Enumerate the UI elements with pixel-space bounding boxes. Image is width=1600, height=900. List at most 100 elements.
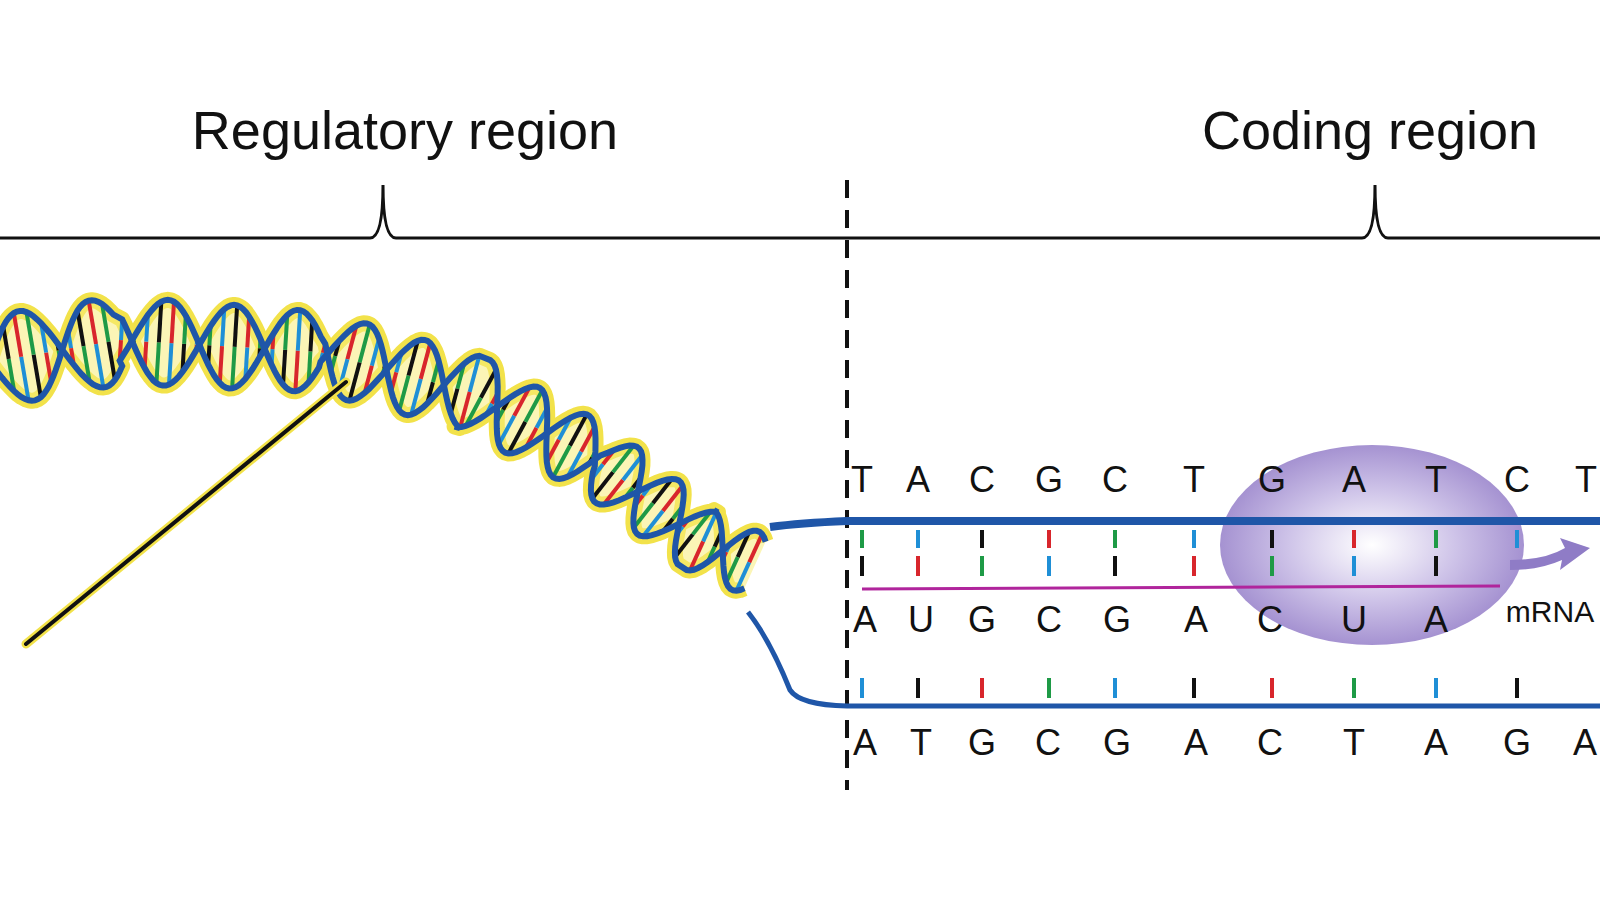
- base-letter: G: [1103, 602, 1131, 638]
- base-rung: [298, 310, 300, 351]
- base-letter: A: [906, 462, 930, 498]
- mrna-strand: [862, 586, 1500, 589]
- base-rung: [360, 325, 370, 363]
- base-letter: A: [1573, 725, 1597, 761]
- base-rung: [156, 342, 158, 383]
- base-rung: [96, 344, 103, 387]
- base-tick: [916, 678, 920, 698]
- base-rung: [295, 351, 297, 392]
- base-letter: U: [908, 602, 934, 638]
- rna-polymerase: [1220, 445, 1524, 645]
- base-letter: A: [1184, 725, 1208, 761]
- region-brace: [0, 185, 1600, 238]
- base-letter: G: [968, 725, 996, 761]
- base-rung: [421, 343, 431, 379]
- base-rung: [749, 534, 762, 562]
- pointer-line: [26, 382, 346, 644]
- region-title: Coding region: [1202, 103, 1538, 157]
- base-rung: [34, 355, 41, 397]
- base-rung: [703, 512, 716, 541]
- base-tick: [1113, 678, 1117, 698]
- base-rung: [220, 346, 222, 383]
- base-letter: C: [1504, 462, 1530, 498]
- base-letter: T: [1183, 462, 1205, 498]
- base-tick: [1192, 678, 1196, 698]
- base-tick: [1352, 678, 1356, 698]
- base-letter: A: [1424, 725, 1448, 761]
- base-rung: [525, 390, 542, 422]
- helix-strand: [0, 300, 744, 591]
- base-tick: [916, 556, 920, 576]
- boundary-line: [845, 180, 849, 790]
- base-tick: [1047, 556, 1051, 576]
- helix-strand: [0, 300, 766, 570]
- base-letter: A: [853, 725, 877, 761]
- base-tick: [980, 556, 984, 576]
- base-tick: [860, 678, 864, 698]
- base-tick: [1047, 678, 1051, 698]
- base-tick: [1434, 556, 1438, 576]
- base-letter: G: [1258, 462, 1286, 498]
- base-tick: [1113, 556, 1117, 576]
- base-pairs: [862, 530, 1517, 698]
- base-rung: [21, 357, 28, 401]
- base-rung: [109, 342, 115, 380]
- base-rung: [481, 370, 496, 398]
- base-letter: T: [851, 462, 873, 498]
- base-rung: [78, 311, 84, 347]
- base-tick: [1352, 556, 1356, 576]
- base-tick: [860, 556, 864, 576]
- base-tick: [1270, 530, 1274, 548]
- pointer-glow: [26, 382, 346, 644]
- base-tick: [1047, 530, 1051, 548]
- base-letter: T: [1425, 462, 1447, 498]
- template-strand: [770, 521, 1600, 527]
- base-letter: C: [969, 462, 995, 498]
- base-letter: G: [1103, 725, 1131, 761]
- base-rung: [89, 301, 96, 344]
- base-tick: [1192, 530, 1196, 548]
- base-tick: [1515, 530, 1519, 548]
- base-tick: [860, 530, 864, 548]
- base-rung: [169, 343, 171, 384]
- base-tick: [916, 530, 920, 548]
- base-tick: [980, 678, 984, 698]
- base-letter: U: [1341, 602, 1367, 638]
- base-tick: [1515, 678, 1519, 698]
- base-tick: [1270, 678, 1274, 698]
- base-letter: C: [1036, 602, 1062, 638]
- base-letter: G: [1503, 725, 1531, 761]
- double-helix: [0, 300, 766, 591]
- base-letter: A: [1342, 462, 1366, 498]
- base-tick: [1434, 530, 1438, 548]
- base-tick: [1192, 556, 1196, 576]
- base-letter: C: [1257, 602, 1283, 638]
- base-letter: G: [1035, 462, 1063, 498]
- base-letter: T: [1343, 725, 1365, 761]
- base-tick: [1434, 678, 1438, 698]
- base-letter: C: [1102, 462, 1128, 498]
- base-letter: C: [1257, 725, 1283, 761]
- base-rung: [283, 350, 285, 385]
- base-rung: [232, 347, 234, 388]
- direction-arrow: [1510, 538, 1590, 570]
- base-rung: [499, 416, 514, 444]
- mrna-label: mRNA: [1506, 597, 1594, 627]
- base-letter: G: [968, 602, 996, 638]
- base-letter: C: [1035, 725, 1061, 761]
- base-letter: A: [1424, 602, 1448, 638]
- base-letter: A: [853, 602, 877, 638]
- base-rung: [399, 376, 408, 411]
- base-rung: [14, 313, 21, 357]
- base-tick: [1270, 556, 1274, 576]
- base-tick: [980, 530, 984, 548]
- base-tick: [1352, 530, 1356, 548]
- base-rung: [553, 446, 570, 477]
- helix-fill: [0, 300, 766, 591]
- base-letter: T: [910, 725, 932, 761]
- base-letter: T: [1575, 462, 1597, 498]
- base-rung: [172, 302, 174, 343]
- base-letter: A: [1184, 602, 1208, 638]
- base-rung: [159, 302, 161, 343]
- base-rung: [235, 305, 237, 346]
